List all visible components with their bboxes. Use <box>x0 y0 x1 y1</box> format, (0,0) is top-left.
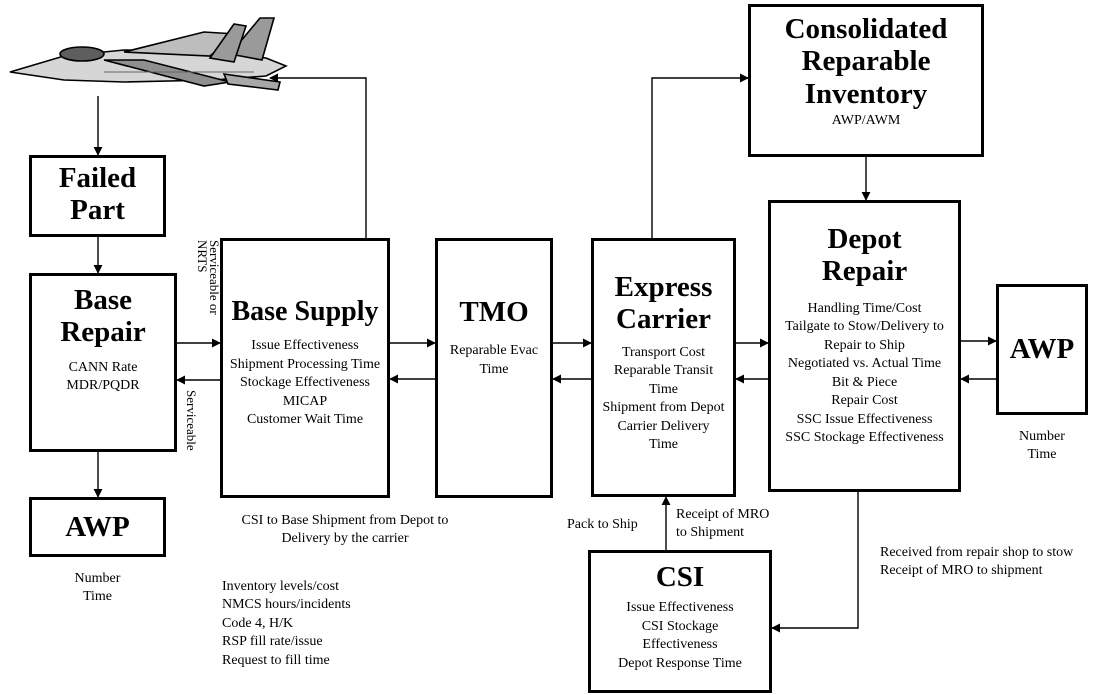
cri-title: Consolidated Reparable Inventory <box>784 13 948 110</box>
inventory-note: NMCS hours/incidents <box>222 597 351 613</box>
csi-box: CSI Issue Effectiveness CSI Stockage Eff… <box>588 550 772 693</box>
awp-right-caption-line: Number <box>1019 429 1065 444</box>
depot-repair-item: Bit & Piece <box>831 374 898 390</box>
depot-repair-box: Depot Repair Handling Time/Cost Tailgate… <box>768 200 961 492</box>
awp-right-box: AWP <box>996 284 1088 415</box>
base-supply-item: Stockage Effectiveness <box>240 375 370 391</box>
base-repair-box: Base Repair CANN Rate MDR/PQDR <box>29 273 177 452</box>
tmo-item: Reparable Evac <box>449 343 539 359</box>
inventory-note: RSP fill rate/issue <box>222 634 323 650</box>
serviceable-label: Serviceable <box>184 390 199 451</box>
awp-right-caption: Number Time <box>996 428 1088 465</box>
base-repair-item: CANN Rate <box>68 359 138 375</box>
base-repair-item: MDR/PQDR <box>66 378 140 394</box>
pack-to-ship-label: Pack to Ship <box>567 517 638 532</box>
depot-repair-item: Repair Cost <box>831 393 898 409</box>
csi-to-base-line: CSI to Base Shipment from Depot to <box>241 513 449 528</box>
express-carrier-item: Carrier Delivery <box>617 418 710 434</box>
awp-left-title: AWP <box>65 511 130 543</box>
inventory-note: Inventory levels/cost <box>222 579 340 594</box>
receipt-mro-label: Receipt of MRO to Shipment <box>676 506 769 543</box>
csi-item: Effectiveness <box>642 637 718 653</box>
failed-part-box: Failed Part <box>29 155 166 237</box>
base-supply-item: Shipment Processing Time <box>229 356 381 372</box>
arrow-depot-repair-to-csi <box>771 492 859 633</box>
arrow-express-carrier-to-cri <box>651 73 749 238</box>
depot-repair-item: SSC Issue Effectiveness <box>796 411 933 427</box>
base-supply-item: MICAP <box>282 393 328 409</box>
express-carrier-item: Transport Cost <box>621 344 706 360</box>
depot-repair-item: SSC Stockage Effectiveness <box>785 430 944 446</box>
csi-item: Depot Response Time <box>618 655 742 671</box>
cri-sub: AWP/AWM <box>831 113 901 129</box>
express-carrier-title: Express Carrier <box>614 271 713 336</box>
awp-left-box: AWP <box>29 497 166 557</box>
cri-box: Consolidated Reparable Inventory AWP/AWM <box>748 4 984 157</box>
awp-left-caption: Number Time <box>29 570 166 607</box>
csi-item: Issue Effectiveness <box>626 600 734 616</box>
inventory-note: Request to fill time <box>222 652 330 668</box>
base-supply-title: Base Supply <box>231 296 379 327</box>
csi-title: CSI <box>655 561 705 593</box>
express-carrier-item: Shipment from Depot <box>602 400 725 416</box>
express-carrier-box: Express Carrier Transport Cost Reparable… <box>591 238 736 497</box>
received-from-repair-line: Received from repair shop to stow <box>880 545 1074 560</box>
depot-repair-item: Negotiated vs. Actual Time <box>787 356 942 372</box>
awp-left-caption-line: Number <box>74 571 121 586</box>
base-supply-item: Issue Effectiveness <box>251 338 359 354</box>
arrow-base-supply-to-aircraft <box>269 73 367 238</box>
depot-repair-item: Repair to Ship <box>824 337 905 353</box>
inventory-notes: Inventory levels/cost NMCS hours/inciden… <box>222 578 351 670</box>
tmo-item: Time <box>479 361 509 377</box>
inventory-note: Code 4, H/K <box>222 615 294 631</box>
receipt-mro-line: to Shipment <box>676 525 745 541</box>
depot-repair-title: Depot Repair <box>821 223 908 288</box>
depot-repair-item: Handling Time/Cost <box>807 300 922 316</box>
awp-right-caption-line: Time <box>1027 447 1057 463</box>
express-carrier-item: Time <box>648 437 679 453</box>
csi-to-base-line: Delivery by the carrier <box>281 531 409 547</box>
awp-right-title: AWP <box>1009 333 1075 365</box>
base-supply-item: Customer Wait Time <box>246 412 364 428</box>
csi-item: CSI Stockage <box>641 618 719 634</box>
receipt-mro-line: Receipt of MRO <box>676 507 770 522</box>
received-from-repair-line: Receipt of MRO to shipment <box>880 563 1043 579</box>
received-from-repair-label: Received from repair shop to stow Receip… <box>880 544 1073 581</box>
fighter-jet-icon <box>9 17 288 91</box>
express-carrier-item: Reparable Transit <box>613 363 714 379</box>
tmo-box: TMO Reparable Evac Time <box>435 238 553 498</box>
express-carrier-item: Time <box>648 381 679 397</box>
csi-to-base-label: CSI to Base Shipment from Depot to Deliv… <box>225 512 465 549</box>
failed-part-title: Failed Part <box>58 162 137 227</box>
awp-left-caption-line: Time <box>82 589 113 605</box>
base-repair-title: Base Repair <box>60 284 146 349</box>
base-supply-box: Base Supply Issue Effectiveness Shipment… <box>220 238 390 498</box>
depot-repair-item: Tailgate to Stow/Delivery to <box>785 319 944 335</box>
serviceable-or-nrts-label: Serviceable or NRTS <box>195 240 222 315</box>
tmo-title: TMO <box>459 296 529 328</box>
